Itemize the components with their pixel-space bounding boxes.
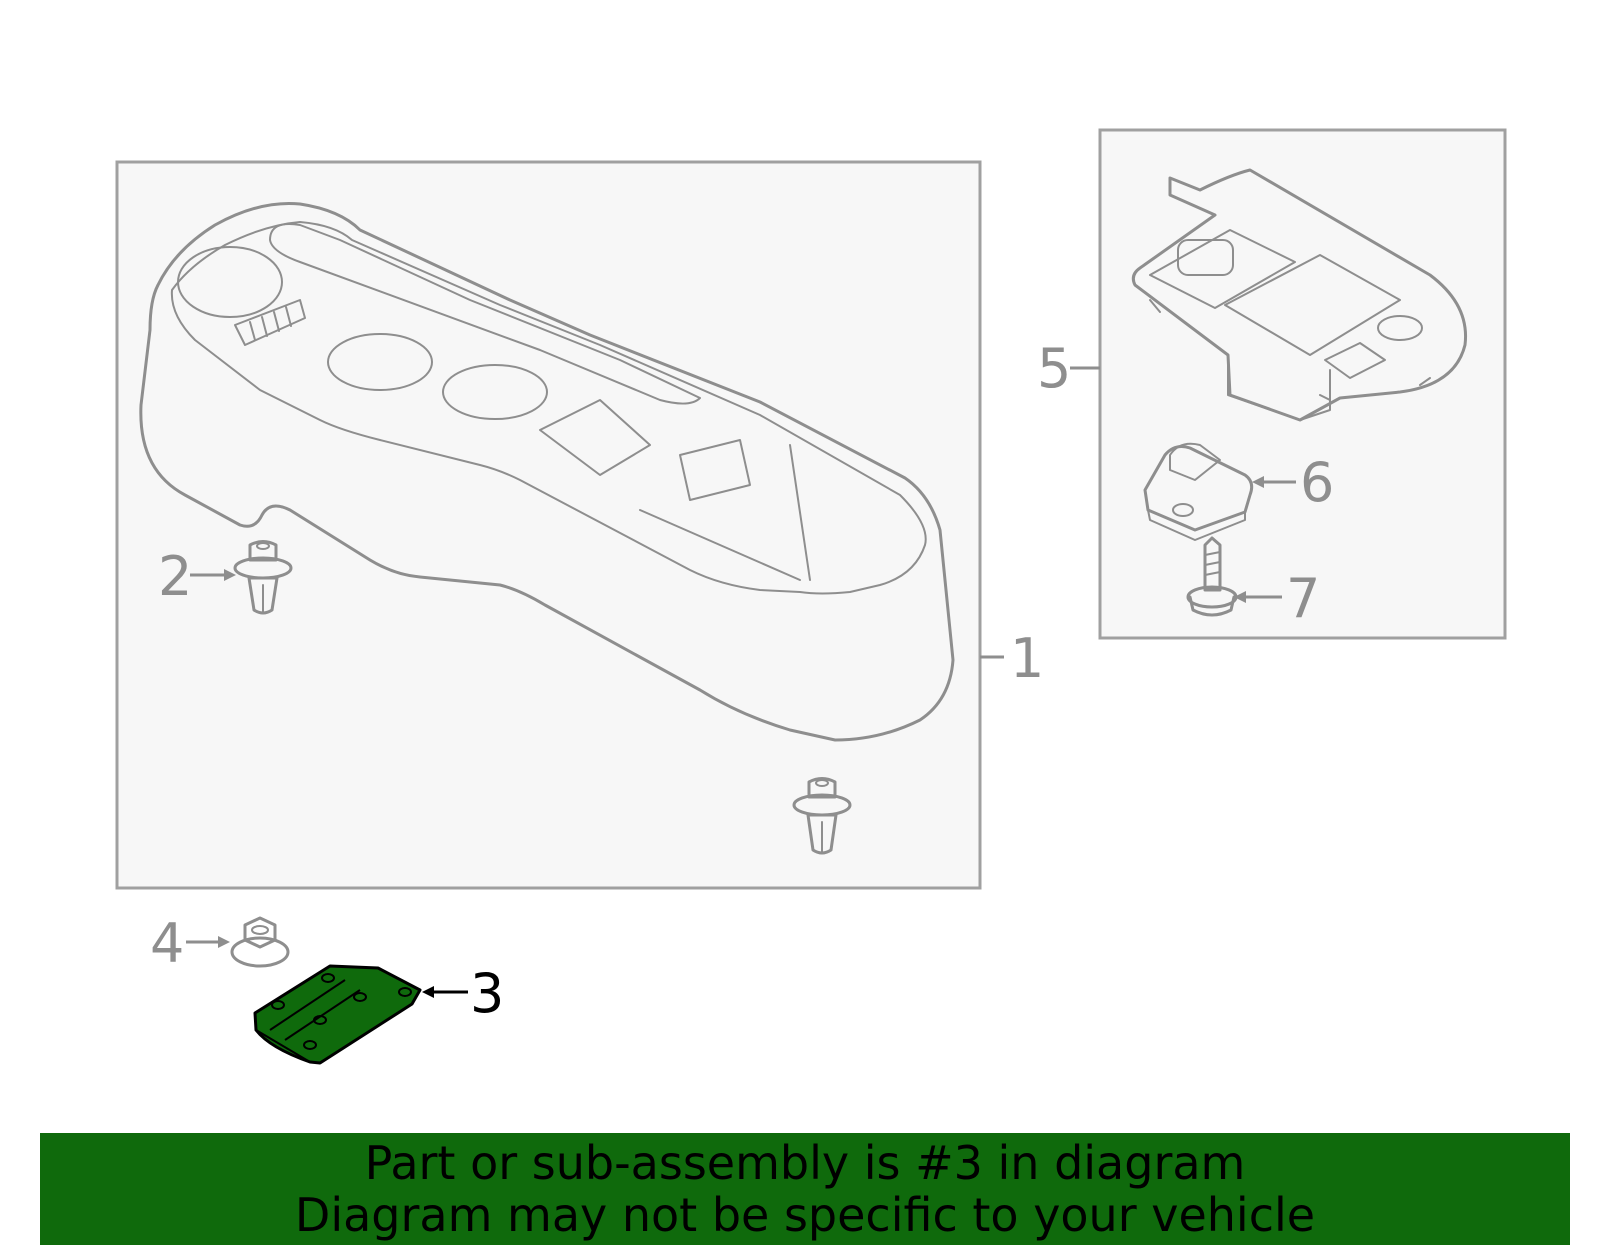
callout-6: 6	[1300, 451, 1334, 514]
bracket-3-highlighted[interactable]	[253, 964, 422, 1065]
leader-2	[190, 569, 236, 581]
shifter-bezel[interactable]	[1131, 168, 1468, 422]
console-group-frame	[115, 160, 982, 890]
callout-1: 1	[1010, 627, 1044, 690]
nut-4[interactable]	[230, 916, 290, 968]
callout-7: 7	[1286, 567, 1320, 630]
leader-4	[186, 936, 230, 948]
bezel-group-frame	[1098, 128, 1507, 640]
switch-6[interactable]	[1143, 442, 1254, 541]
callout-5: 5	[1037, 337, 1071, 400]
callout-3: 3	[470, 962, 504, 1025]
leader-6	[1252, 476, 1296, 488]
info-banner: Part or sub-assembly is #3 in diagram Di…	[40, 1133, 1570, 1245]
push-clip-2[interactable]	[233, 540, 293, 615]
console-group	[115, 160, 982, 890]
banner-line-2: Diagram may not be specific to your vehi…	[294, 1188, 1316, 1242]
bezel-group	[1098, 128, 1507, 640]
banner-line-1: Part or sub-assembly is #3 in diagram	[364, 1136, 1246, 1190]
leader-3	[422, 986, 468, 998]
leader-7	[1234, 591, 1282, 603]
console-body[interactable]	[139, 201, 955, 742]
callout-4: 4	[150, 912, 184, 975]
push-clip-2-second[interactable]	[792, 777, 852, 855]
callout-2: 2	[158, 545, 192, 608]
